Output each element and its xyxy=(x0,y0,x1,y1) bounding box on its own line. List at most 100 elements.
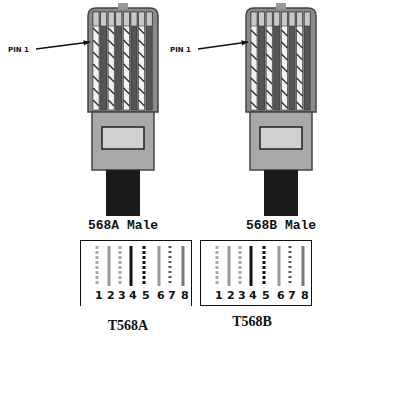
wire-sample xyxy=(302,246,305,286)
wire-stripe xyxy=(139,100,145,106)
wire-stripe xyxy=(139,28,145,34)
arrow-head xyxy=(241,40,248,45)
plug-wire xyxy=(281,12,287,110)
wire-stripe xyxy=(251,54,257,60)
pin-number: 2 xyxy=(227,290,235,301)
plug-contact xyxy=(289,12,295,26)
standard-name: T568A xyxy=(108,318,148,334)
plug-wire xyxy=(274,12,280,110)
wire-stripe xyxy=(297,78,303,84)
wire-stripe xyxy=(108,76,114,82)
plug-wire xyxy=(304,12,310,110)
wire-stripe xyxy=(266,54,272,60)
wire-stripe xyxy=(139,88,145,94)
plug-contact xyxy=(146,12,152,26)
pin-number: 4 xyxy=(129,290,137,301)
wiring-frame: 12345678 xyxy=(200,240,312,306)
wire-stripe xyxy=(251,90,257,96)
wire-sample xyxy=(278,246,281,286)
wire-stripe xyxy=(281,54,287,60)
arrow-head xyxy=(83,40,90,45)
wire-stripe xyxy=(251,30,257,36)
wire-sample xyxy=(143,246,146,286)
pin-label: PIN 1 xyxy=(170,46,191,54)
wire-stripe xyxy=(123,88,129,94)
wire-stripe xyxy=(281,78,287,84)
rj45-plug xyxy=(246,3,316,216)
plug-title: 568B Male xyxy=(246,218,316,233)
rj45-plug xyxy=(88,3,158,216)
wire-stripe xyxy=(266,90,272,96)
wire-stripe xyxy=(281,66,287,72)
wire-stripe xyxy=(93,28,99,34)
wire-stripe xyxy=(266,30,272,36)
plug-wire xyxy=(108,12,114,110)
plug-contact xyxy=(304,12,310,26)
wire-stripe xyxy=(123,64,129,70)
wire-stripe xyxy=(251,66,257,72)
wire-stripe xyxy=(281,102,287,108)
plug-title: 568A Male xyxy=(88,218,158,233)
wire-stripe xyxy=(251,42,257,48)
wire-stripe xyxy=(108,28,114,34)
plug-wire xyxy=(93,12,99,110)
wire-stripe xyxy=(251,102,257,108)
plug-contact xyxy=(259,12,265,26)
cable xyxy=(106,170,140,216)
plug-contact xyxy=(139,12,145,26)
wire-sample xyxy=(158,246,161,286)
wire-stripe xyxy=(93,40,99,46)
plug-head xyxy=(246,8,316,112)
pin-number: 3 xyxy=(238,290,246,301)
cable xyxy=(264,170,298,216)
wire-stripe xyxy=(281,30,287,36)
pin-number: 7 xyxy=(168,290,176,301)
wire-stripe xyxy=(297,66,303,72)
wire-stripe xyxy=(93,64,99,70)
wire-stripe xyxy=(108,88,114,94)
wire-sample xyxy=(108,246,111,286)
wire-stripe xyxy=(251,78,257,84)
wire-stripe xyxy=(93,52,99,58)
wire-stripe xyxy=(281,42,287,48)
leader-line xyxy=(198,42,248,49)
wire-stripe xyxy=(123,40,129,46)
pin-number: 7 xyxy=(288,290,296,301)
wire-stripe xyxy=(108,64,114,70)
wire-stripe xyxy=(123,100,129,106)
wire-stripe xyxy=(281,90,287,96)
wire-sample xyxy=(169,246,172,286)
plug-contact xyxy=(108,12,114,26)
wire-stripe xyxy=(266,66,272,72)
wire-stripe xyxy=(123,28,129,34)
plug-contact xyxy=(297,12,303,26)
wire-stripe xyxy=(123,52,129,58)
plug-head xyxy=(88,8,158,112)
wire-stripe xyxy=(93,88,99,94)
plug-wire xyxy=(101,12,107,110)
wire-stripe xyxy=(297,30,303,36)
plug-wire xyxy=(123,12,129,110)
wire-stripe xyxy=(93,100,99,106)
wire-sample xyxy=(250,246,253,286)
pin-number: 1 xyxy=(95,290,103,301)
wire-sample xyxy=(216,246,219,286)
plug-body xyxy=(250,112,312,170)
wire-stripe xyxy=(139,64,145,70)
plug-wire xyxy=(139,12,145,110)
wire-stripe xyxy=(139,52,145,58)
plug-contact xyxy=(123,12,129,26)
plug-body xyxy=(92,112,154,170)
wire-stripe xyxy=(139,40,145,46)
leader-line xyxy=(36,42,90,49)
wiring-frame: 12345678 xyxy=(80,240,192,306)
plug-wire xyxy=(259,12,265,110)
wire-stripe xyxy=(93,76,99,82)
plug-contact xyxy=(93,12,99,26)
plug-wire xyxy=(251,12,257,110)
pin-number: 3 xyxy=(118,290,126,301)
wire-stripe xyxy=(297,54,303,60)
plug-contact xyxy=(274,12,280,26)
